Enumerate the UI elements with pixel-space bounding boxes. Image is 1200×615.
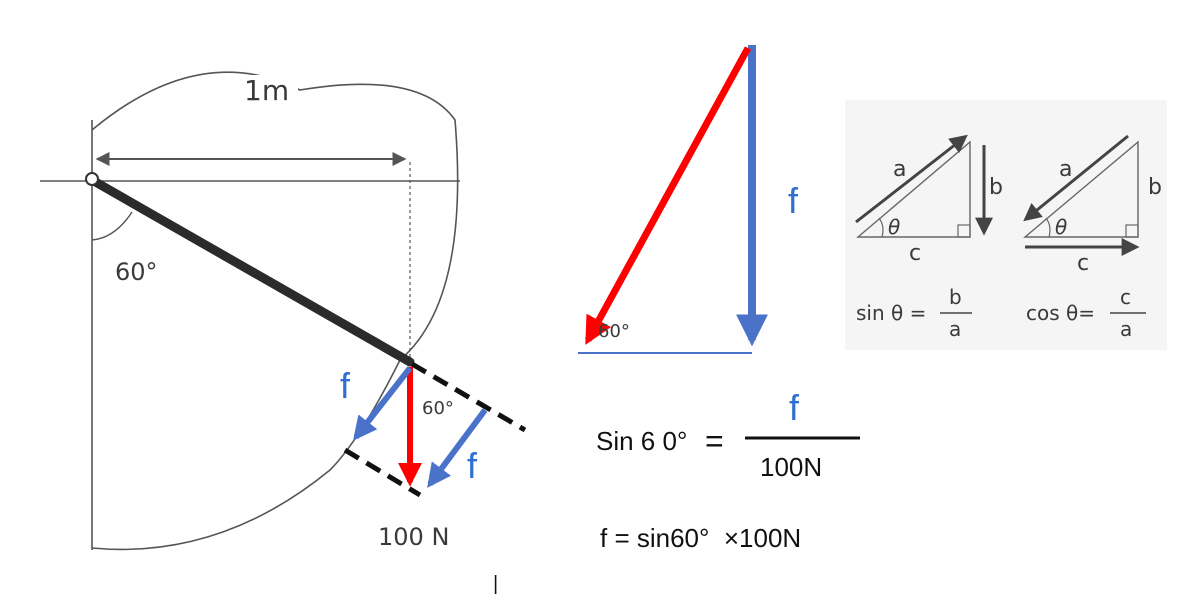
sin-opp-label: b [989, 175, 1003, 200]
cos-adj-label: c [1077, 251, 1089, 276]
dashed-guide-bottom [343, 447, 422, 498]
component-force-arrow-left [353, 366, 413, 441]
length-label: 1m [244, 74, 289, 107]
triangle-force-label: f [788, 180, 799, 221]
equation-lhs: Sin 6 0° [596, 426, 687, 456]
sin-formula-lhs: sin θ = [856, 301, 926, 325]
decomp-angle-label: 60° [422, 398, 454, 419]
trig-panel-background [845, 100, 1167, 350]
cos-opp-label: b [1148, 175, 1162, 200]
sin-angle-label: θ [888, 215, 900, 239]
sin-formula-numerator: b [949, 285, 962, 309]
sin-formula: sin θ = b a [856, 285, 972, 341]
sin-formula-denominator: a [949, 317, 961, 341]
force-label-right: f [467, 445, 478, 486]
triangle-weight-arrow [584, 46, 752, 345]
cos-formula-numerator: c [1120, 285, 1131, 309]
sin-hyp-label: a [893, 157, 906, 182]
component-force-arrow-right [427, 408, 488, 488]
equation-equals: = [705, 423, 724, 459]
trig-reference-panel: a b c θ a b c θ sin θ = b a cos θ= c [845, 100, 1167, 350]
equation-denominator: 100N [760, 452, 822, 482]
dashed-guide-top [410, 361, 527, 433]
equation-sin60: Sin 6 0° = f 100N [596, 387, 860, 482]
pivot-angle-label: 60° [115, 258, 158, 286]
cos-triangle: a b c θ [1023, 134, 1162, 276]
cos-formula-lhs: cos θ= [1026, 301, 1095, 325]
cos-formula-denominator: a [1120, 317, 1132, 341]
triangle-angle-label: 60° [598, 321, 630, 342]
sin-hyp-arrow [855, 134, 968, 224]
swing-arc [91, 71, 459, 551]
cos-angle-label: θ [1055, 215, 1067, 239]
sin-triangle: a b c θ [855, 134, 1003, 266]
length-label-bg [238, 75, 298, 105]
weight-label: 100 N [378, 523, 449, 551]
pivot-point [85, 172, 99, 186]
stray-mark: | [493, 573, 498, 595]
equation-numerator: f [789, 387, 800, 428]
force-label-left: f [340, 365, 351, 406]
sin-adj-label: c [909, 241, 921, 266]
pendulum-diagram: 1m 60° f f 60° 100 N [40, 71, 527, 551]
pendulum-rod [87, 175, 415, 367]
force-triangle: f 60° [578, 45, 799, 354]
cos-hyp-label: a [1059, 157, 1072, 182]
angle-arc [91, 211, 133, 241]
cos-formula: cos θ= c a [1026, 285, 1146, 341]
cos-hyp-arrow [1023, 134, 1129, 222]
equation-f-result: f = sin60° ×100N [600, 523, 801, 553]
